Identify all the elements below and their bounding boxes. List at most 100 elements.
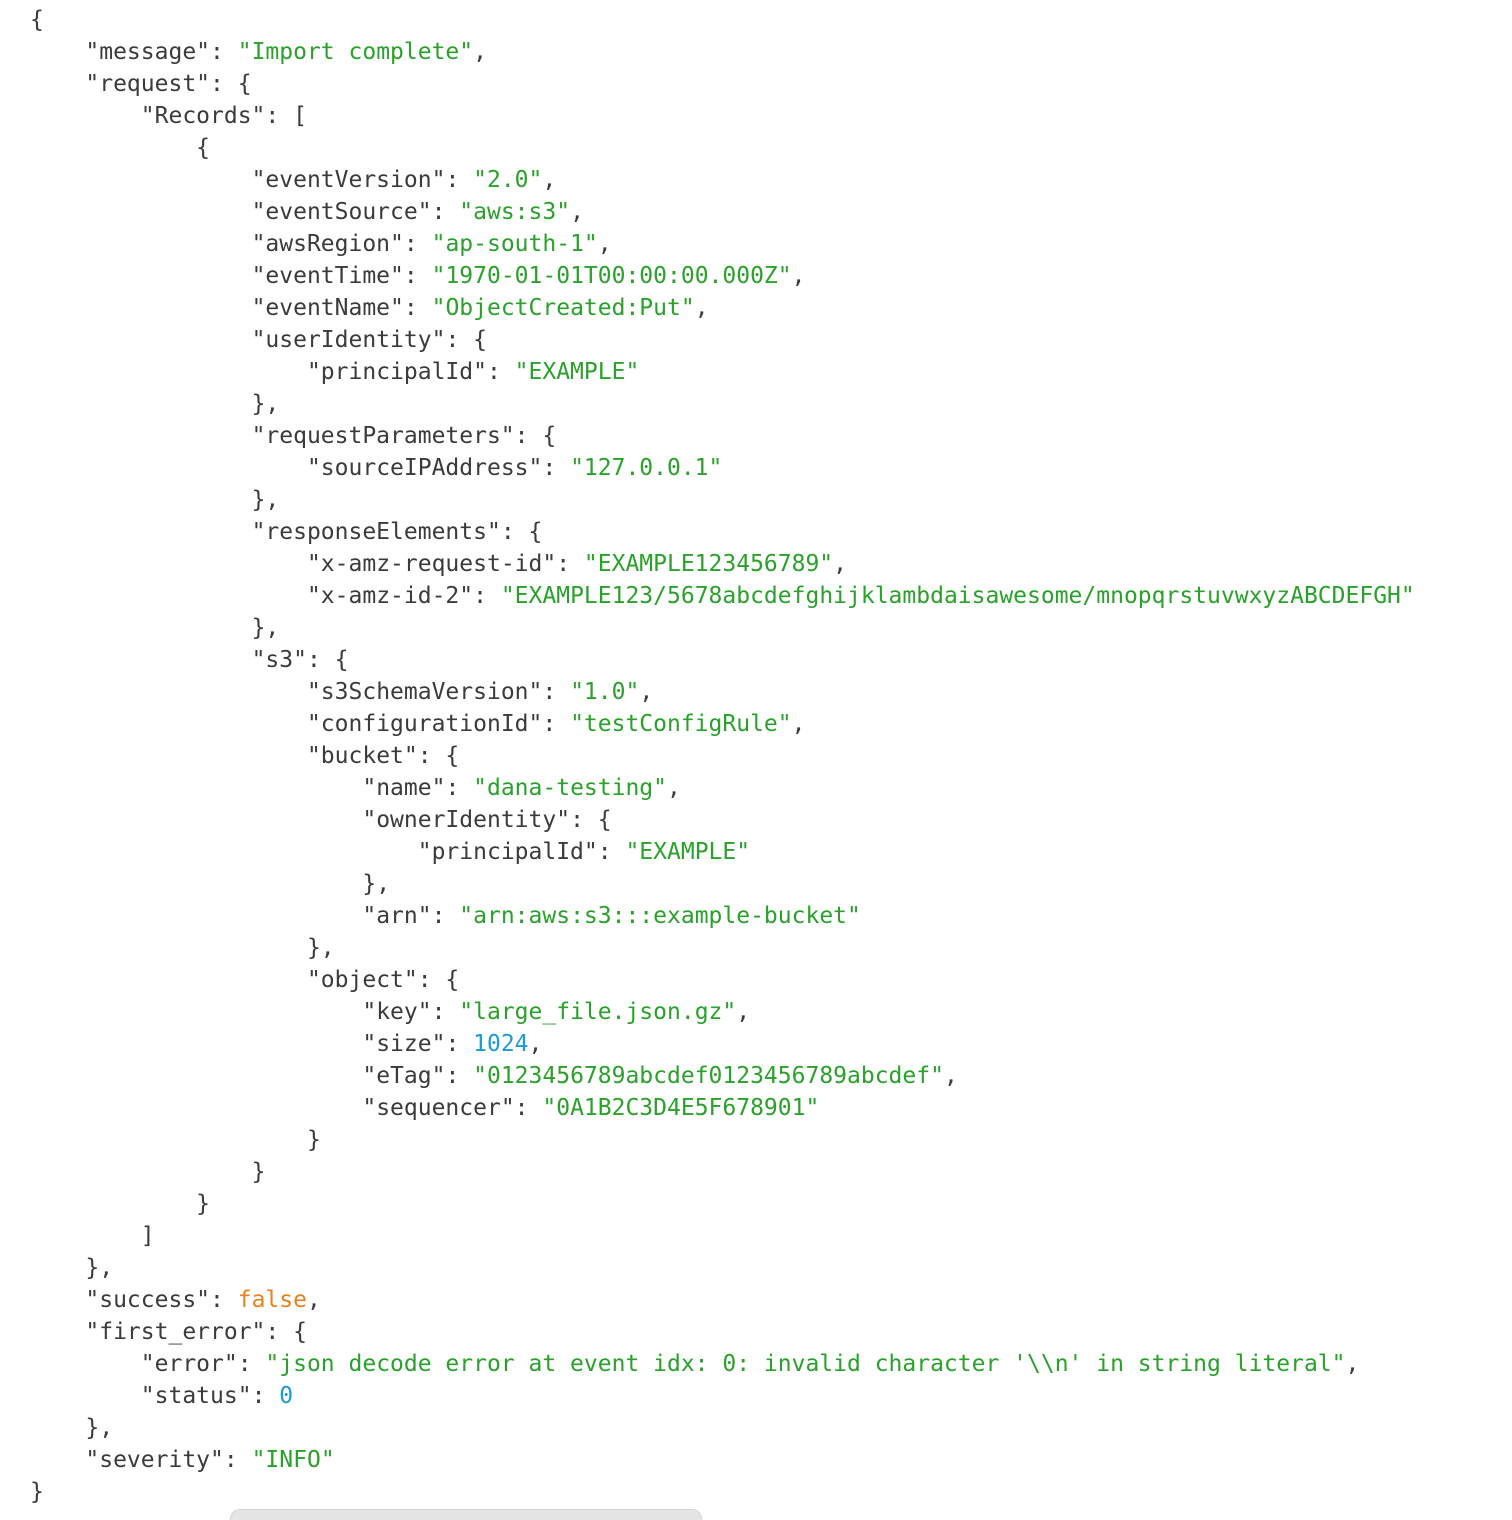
json-punct: { <box>196 135 211 161</box>
json-string: "arn:aws:s3:::example-bucket" <box>459 903 861 929</box>
code-line: "configurationId": "testConfigRule", <box>30 708 1512 740</box>
json-key: "message" <box>85 39 211 65</box>
code-line: } <box>30 1476 1512 1508</box>
json-punct: : { <box>417 743 460 769</box>
json-punct: } <box>306 1127 321 1153</box>
indentation <box>30 327 252 353</box>
code-line: "bucket": { <box>30 740 1512 772</box>
indentation <box>30 199 252 225</box>
json-punct: , <box>694 295 709 321</box>
json-punct: : <box>473 583 501 609</box>
indentation <box>30 391 252 417</box>
json-punct: , <box>667 775 681 801</box>
json-punct: , <box>943 1063 958 1089</box>
json-string: "ObjectCreated:Put" <box>431 295 695 321</box>
json-string: "1970-01-01T00:00:00.000Z" <box>431 263 792 289</box>
json-punct: : <box>403 295 432 321</box>
json-key: "eventTime" <box>251 263 404 289</box>
json-key: "principalId" <box>417 839 598 865</box>
horizontal-scrollbar-thumb[interactable] <box>230 1509 702 1520</box>
json-punct: } <box>196 1191 211 1217</box>
json-key: "x-amz-id-2" <box>306 583 474 609</box>
json-key: "ownerIdentity" <box>362 807 571 833</box>
code-line: "eTag": "0123456789abcdef0123456789abcde… <box>30 1060 1512 1092</box>
code-line: "eventName": "ObjectCreated:Put", <box>30 292 1512 324</box>
json-punct: , <box>833 551 848 577</box>
code-line: }, <box>30 388 1512 420</box>
json-number: 1024 <box>473 1031 529 1057</box>
json-string: "EXAMPLE123456789" <box>583 551 834 577</box>
json-punct: : <box>431 199 460 225</box>
json-string: "aws:s3" <box>459 199 571 225</box>
json-punct: , <box>473 39 487 65</box>
indentation <box>30 231 252 257</box>
json-key: "awsRegion" <box>251 231 404 257</box>
code-line: "error": "json decode error at event idx… <box>30 1348 1512 1380</box>
indentation <box>30 1095 362 1121</box>
json-punct: , <box>791 263 806 289</box>
code-line: }, <box>30 1252 1512 1284</box>
json-punct: : <box>542 711 571 737</box>
json-key: "name" <box>362 775 446 801</box>
json-key: "request" <box>85 71 211 97</box>
indentation <box>30 1063 362 1089</box>
code-line: "status": 0 <box>30 1380 1512 1412</box>
indentation <box>30 423 252 449</box>
indentation <box>30 71 85 97</box>
indentation <box>30 903 362 929</box>
json-punct: , <box>542 167 557 193</box>
code-line: "eventVersion": "2.0", <box>30 164 1512 196</box>
code-line: }, <box>30 868 1512 900</box>
indentation <box>30 1351 141 1377</box>
json-punct: }, <box>362 871 391 897</box>
json-string: "INFO" <box>251 1447 335 1473</box>
json-punct: : <box>542 679 571 705</box>
json-punct: } <box>30 1479 44 1505</box>
json-key: "userIdentity" <box>251 327 446 353</box>
indentation <box>30 39 85 65</box>
code-line: { <box>30 4 1512 36</box>
code-line: "responseElements": { <box>30 516 1512 548</box>
code-line: "message": "Import complete", <box>30 36 1512 68</box>
json-punct: : <box>431 999 460 1025</box>
indentation <box>30 1415 85 1441</box>
json-string: "json decode error at event idx: 0: inva… <box>265 1351 1346 1377</box>
json-key: "principalId" <box>306 359 487 385</box>
indentation <box>30 295 252 321</box>
json-key: "requestParameters" <box>251 423 515 449</box>
json-string: "EXAMPLE" <box>625 839 751 865</box>
json-punct: }, <box>85 1415 114 1441</box>
indentation <box>30 807 362 833</box>
json-punct: } <box>251 1159 266 1185</box>
indentation <box>30 743 307 769</box>
json-punct: }, <box>251 391 280 417</box>
code-line: "name": "dana-testing", <box>30 772 1512 804</box>
json-key: "bucket" <box>306 743 418 769</box>
json-punct: : <box>445 775 474 801</box>
json-punct: : <box>445 167 474 193</box>
json-punct: : <box>542 455 571 481</box>
code-line: "eventSource": "aws:s3", <box>30 196 1512 228</box>
json-punct: }, <box>251 615 280 641</box>
json-punct: : { <box>210 71 252 97</box>
indentation <box>30 615 252 641</box>
json-string: "0A1B2C3D4E5F678901" <box>542 1095 820 1121</box>
json-key: "s3SchemaVersion" <box>306 679 543 705</box>
json-punct: : <box>237 1351 266 1377</box>
json-punct: , <box>570 199 584 225</box>
json-key: "arn" <box>362 903 432 929</box>
json-punct: : <box>556 551 584 577</box>
json-key: "sourceIPAddress" <box>306 455 543 481</box>
json-key: "s3" <box>251 647 307 673</box>
json-string: "Import complete" <box>237 39 474 65</box>
json-string: "EXAMPLE" <box>514 359 640 385</box>
json-punct: : <box>597 839 626 865</box>
json-string: "large_file.json.gz" <box>459 999 737 1025</box>
code-line: "size": 1024, <box>30 1028 1512 1060</box>
code-line: "awsRegion": "ap-south-1", <box>30 228 1512 260</box>
indentation <box>30 263 252 289</box>
json-key: "responseElements" <box>251 519 501 545</box>
json-key: "eventVersion" <box>251 167 446 193</box>
json-key: "key" <box>362 999 432 1025</box>
